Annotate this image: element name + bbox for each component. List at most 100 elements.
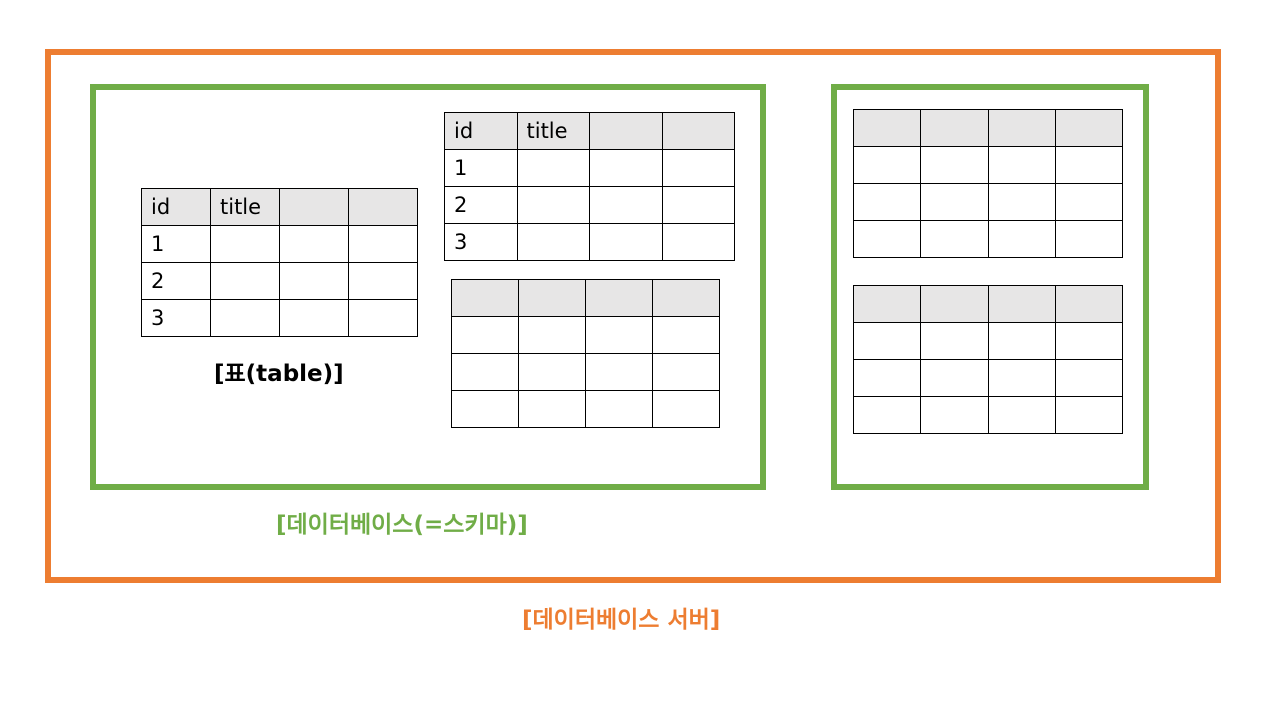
table-row: 3 bbox=[444, 223, 735, 261]
database-schema-box-right bbox=[831, 84, 1149, 490]
table-cell bbox=[652, 390, 720, 428]
table-cell bbox=[852, 359, 922, 397]
table-cell bbox=[1054, 183, 1124, 221]
table-cell bbox=[348, 299, 418, 337]
table-cell bbox=[987, 146, 1056, 184]
table-row bbox=[451, 353, 720, 391]
row-id-cell: 3 bbox=[141, 299, 211, 337]
table-header-row bbox=[852, 109, 1124, 147]
table-cell bbox=[652, 316, 720, 354]
table-cell bbox=[920, 220, 989, 258]
table-cell bbox=[516, 149, 590, 187]
table-header-row bbox=[451, 279, 720, 317]
table-cell bbox=[451, 353, 519, 391]
header-cell bbox=[987, 109, 1056, 147]
server-caption: [데이터베이스 서버] bbox=[522, 607, 721, 633]
header-cell bbox=[920, 285, 989, 323]
table-header-row bbox=[852, 285, 1124, 323]
labeled-table-left: id title 1 2 3 bbox=[141, 188, 418, 337]
table-cell bbox=[589, 149, 663, 187]
table-cell bbox=[852, 220, 922, 258]
table-row: 3 bbox=[141, 299, 418, 337]
row-id-cell: 3 bbox=[444, 223, 518, 261]
table-cell bbox=[518, 316, 586, 354]
empty-table-right-bottom bbox=[852, 285, 1124, 434]
header-cell bbox=[852, 285, 922, 323]
table-cell bbox=[920, 146, 989, 184]
table-cell bbox=[852, 322, 922, 360]
table-cell bbox=[987, 322, 1056, 360]
table-cell bbox=[518, 353, 586, 391]
header-cell bbox=[1054, 109, 1124, 147]
table-cell bbox=[279, 262, 349, 300]
table-cell bbox=[920, 396, 989, 434]
table-cell bbox=[920, 359, 989, 397]
table-cell bbox=[279, 299, 349, 337]
table-cell bbox=[518, 390, 586, 428]
table-cell bbox=[585, 353, 653, 391]
empty-table-middle bbox=[451, 279, 720, 428]
table-row bbox=[852, 146, 1124, 184]
table-row: 2 bbox=[141, 262, 418, 300]
table-cell bbox=[1054, 359, 1124, 397]
schema-caption: [데이터베이스(=스키마)] bbox=[276, 512, 528, 538]
table-cell bbox=[210, 225, 280, 263]
table-cell bbox=[661, 149, 735, 187]
row-id-cell: 1 bbox=[444, 149, 518, 187]
table-cell bbox=[661, 223, 735, 261]
table-row bbox=[852, 220, 1124, 258]
table-row: 2 bbox=[444, 186, 735, 224]
header-cell bbox=[451, 279, 519, 317]
table-cell bbox=[1054, 146, 1124, 184]
table-header-row: id title bbox=[444, 112, 735, 150]
table-cell bbox=[661, 186, 735, 224]
table-cell bbox=[852, 146, 922, 184]
table-cell bbox=[348, 262, 418, 300]
header-cell-title: title bbox=[210, 188, 280, 226]
table-row bbox=[852, 396, 1124, 434]
database-server-box bbox=[45, 49, 1221, 583]
table-cell bbox=[589, 186, 663, 224]
table-cell bbox=[852, 396, 922, 434]
header-cell bbox=[920, 109, 989, 147]
table-row bbox=[451, 390, 720, 428]
table-cell bbox=[451, 390, 519, 428]
table-cell bbox=[585, 316, 653, 354]
table-cell bbox=[920, 183, 989, 221]
row-id-cell: 2 bbox=[444, 186, 518, 224]
table-cell bbox=[451, 316, 519, 354]
table-header-row: id title bbox=[141, 188, 418, 226]
table-cell bbox=[1054, 220, 1124, 258]
table-cell bbox=[652, 353, 720, 391]
header-cell bbox=[348, 188, 418, 226]
header-cell-id: id bbox=[444, 112, 518, 150]
header-cell bbox=[987, 285, 1056, 323]
empty-table-right-top bbox=[852, 109, 1124, 258]
labeled-table-top: id title 1 2 3 bbox=[444, 112, 735, 261]
table-cell bbox=[987, 183, 1056, 221]
table-cell bbox=[987, 220, 1056, 258]
table-cell bbox=[516, 186, 590, 224]
table-row bbox=[852, 183, 1124, 221]
table-cell bbox=[279, 225, 349, 263]
header-cell-id: id bbox=[141, 188, 211, 226]
table-cell bbox=[1054, 396, 1124, 434]
database-schema-box-left bbox=[90, 84, 766, 490]
header-cell bbox=[852, 109, 922, 147]
table-cell bbox=[210, 299, 280, 337]
table-cell bbox=[589, 223, 663, 261]
table-row bbox=[451, 316, 720, 354]
table-cell bbox=[852, 183, 922, 221]
table-row: 1 bbox=[444, 149, 735, 187]
table-cell bbox=[348, 225, 418, 263]
table-cell bbox=[987, 396, 1056, 434]
header-cell bbox=[1054, 285, 1124, 323]
row-id-cell: 1 bbox=[141, 225, 211, 263]
table-row bbox=[852, 359, 1124, 397]
row-id-cell: 2 bbox=[141, 262, 211, 300]
header-cell bbox=[518, 279, 586, 317]
header-cell bbox=[652, 279, 720, 317]
table-cell bbox=[210, 262, 280, 300]
table-cell bbox=[585, 390, 653, 428]
table-cell bbox=[1054, 322, 1124, 360]
